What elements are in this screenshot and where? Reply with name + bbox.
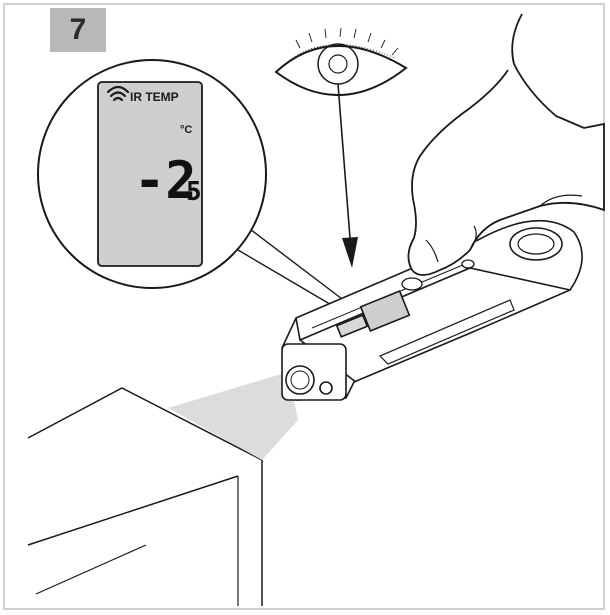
eye-icon [274, 27, 408, 97]
step-number-badge: 7 [50, 8, 106, 52]
arrow-down-icon [337, 83, 358, 268]
wireless-signal-icon [106, 85, 130, 102]
lcd-reading: -2 [134, 151, 197, 211]
hand [407, 13, 605, 276]
infrared-beam [168, 372, 298, 460]
table-surface [27, 387, 263, 606]
ir-thermometer [281, 219, 583, 401]
lcd-reading-decimal: 5 [186, 177, 202, 207]
lcd-unit: °C [180, 124, 192, 136]
lcd-display: IR TEMP °C -2 5 [97, 81, 203, 267]
magnifier-connector [237, 219, 351, 311]
lcd-mode-label: IR TEMP [130, 90, 179, 104]
step-number: 7 [69, 13, 87, 46]
